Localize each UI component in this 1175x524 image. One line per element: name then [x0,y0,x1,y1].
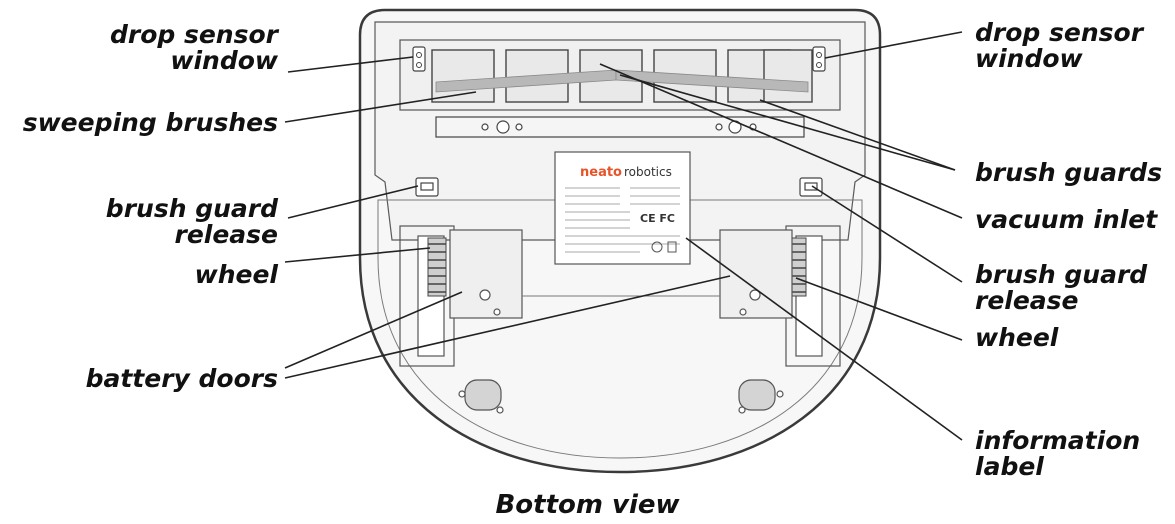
label-vacuum-inlet: vacuum inlet [975,205,1158,234]
label-drop-sensor-window-left: drop sensor window [109,20,278,75]
label-brand-light: robotics [624,165,672,179]
leader-battery-door-left [284,291,463,369]
label-brand-bold: neato [580,165,622,180]
label-battery-doors: battery doors [85,364,278,393]
caster-left [458,379,504,414]
label-drop-sensor-window-right: drop sensor window [975,18,1144,73]
label-brush-guard-release-left: brush guard release [105,194,278,249]
leader-sweeping-brushes [284,91,477,123]
leader-brush-guards-b [759,99,956,171]
wheel-left [427,237,447,297]
label-wheel-right: wheel [975,323,1059,352]
caster-right [738,379,784,414]
drop-sensor-window-right [812,46,826,72]
label-information-label: information label [975,426,1141,481]
label-cert-marks: CE FC [640,212,675,225]
leader-wheel-right [795,277,963,341]
brush-guard-release-right [799,177,823,197]
battery-door-right [719,229,793,319]
drop-sensor-window-left [412,46,426,72]
leader-vacuum-inlet [599,63,963,219]
label-brush-guard-release-right: brush guard release [975,260,1148,315]
label-wheel-left: wheel [194,260,278,289]
sweeping-brushes [435,69,809,93]
leader-drop-sensor-right [824,31,963,59]
diagram-caption: Bottom view [495,490,680,520]
information-label: neato robotics CE FC [554,151,691,265]
leader-drop-sensor-left [287,56,414,73]
leader-brush-guards-a [619,74,956,171]
label-sweeping-brushes: sweeping brushes [22,108,278,137]
brush-guard-release-left [415,177,439,197]
leader-battery-door-right [284,275,731,379]
battery-door-left [449,229,523,319]
lower-round-plate [377,199,863,459]
leader-information-label [685,237,963,441]
leader-brush-guard-release-right [811,185,963,283]
leader-lines [284,31,963,441]
leader-brush-guard-release-left [287,185,419,219]
leader-wheel-left [284,247,431,263]
label-brush-guards: brush guards [975,158,1163,187]
